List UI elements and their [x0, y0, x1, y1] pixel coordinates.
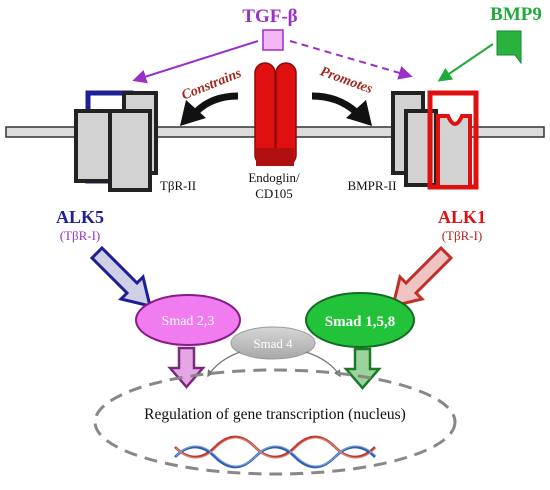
endoglin-label: Endoglin/: [248, 170, 300, 185]
alk1-label: ALK1: [438, 207, 486, 227]
promotes-arrowhead: [346, 100, 372, 126]
smad158-down-arrow: [343, 347, 382, 390]
alk1-receptor-complex: [391, 90, 479, 190]
smad23-label: Smad 2,3: [162, 314, 215, 329]
alk1-to-smad158-arrow: [390, 245, 454, 309]
smad158-label: Smad 1,5,8: [325, 314, 395, 330]
alk1-sub-label: (TβR-I): [442, 228, 483, 243]
bmp9-to-alk1-arrow: [437, 43, 494, 82]
bmp9-ligand-icon: [496, 30, 522, 65]
tbr2-receptor-front: [108, 109, 152, 192]
constrains-arrow: [193, 92, 239, 115]
smad23-node: [135, 294, 241, 346]
alk5-receptor-complex: [74, 90, 158, 192]
alk5-label: ALK5: [56, 207, 104, 227]
tbr2-label: TβR-II: [160, 178, 196, 193]
alk5-to-smad23-arrow: [89, 245, 153, 309]
tgf-to-alk1-arrow: [289, 40, 413, 80]
alk1-receptor-front: [436, 114, 472, 189]
constrains-arrowhead: [180, 100, 206, 126]
tgf-to-alk5-arrow: [132, 40, 259, 84]
smad4-node: [230, 326, 316, 360]
smad4-left-arrow: [207, 351, 241, 378]
nucleus-label: Regulation of gene transcription (nucleu…: [144, 406, 406, 423]
bmp9-label: BMP9: [490, 4, 542, 25]
promotes-arrow: [311, 92, 359, 115]
alk5-sub-label: (TβR-I): [60, 228, 101, 243]
promotes-label: Promotes: [318, 64, 375, 97]
tgf-beta-label: TGF-β: [242, 6, 297, 27]
smad4-label: Smad 4: [253, 336, 293, 351]
nucleus-boundary: [93, 368, 457, 476]
smad158-node: [305, 292, 415, 348]
bmpr2-label: BMPR-II: [347, 178, 396, 193]
endoglin-receptor: [254, 62, 297, 166]
cd105-label: CD105: [255, 186, 293, 201]
dna-helix-icon: [174, 435, 377, 469]
tgf-beta-ligand: [262, 29, 284, 51]
smad23-down-arrow: [167, 346, 206, 389]
